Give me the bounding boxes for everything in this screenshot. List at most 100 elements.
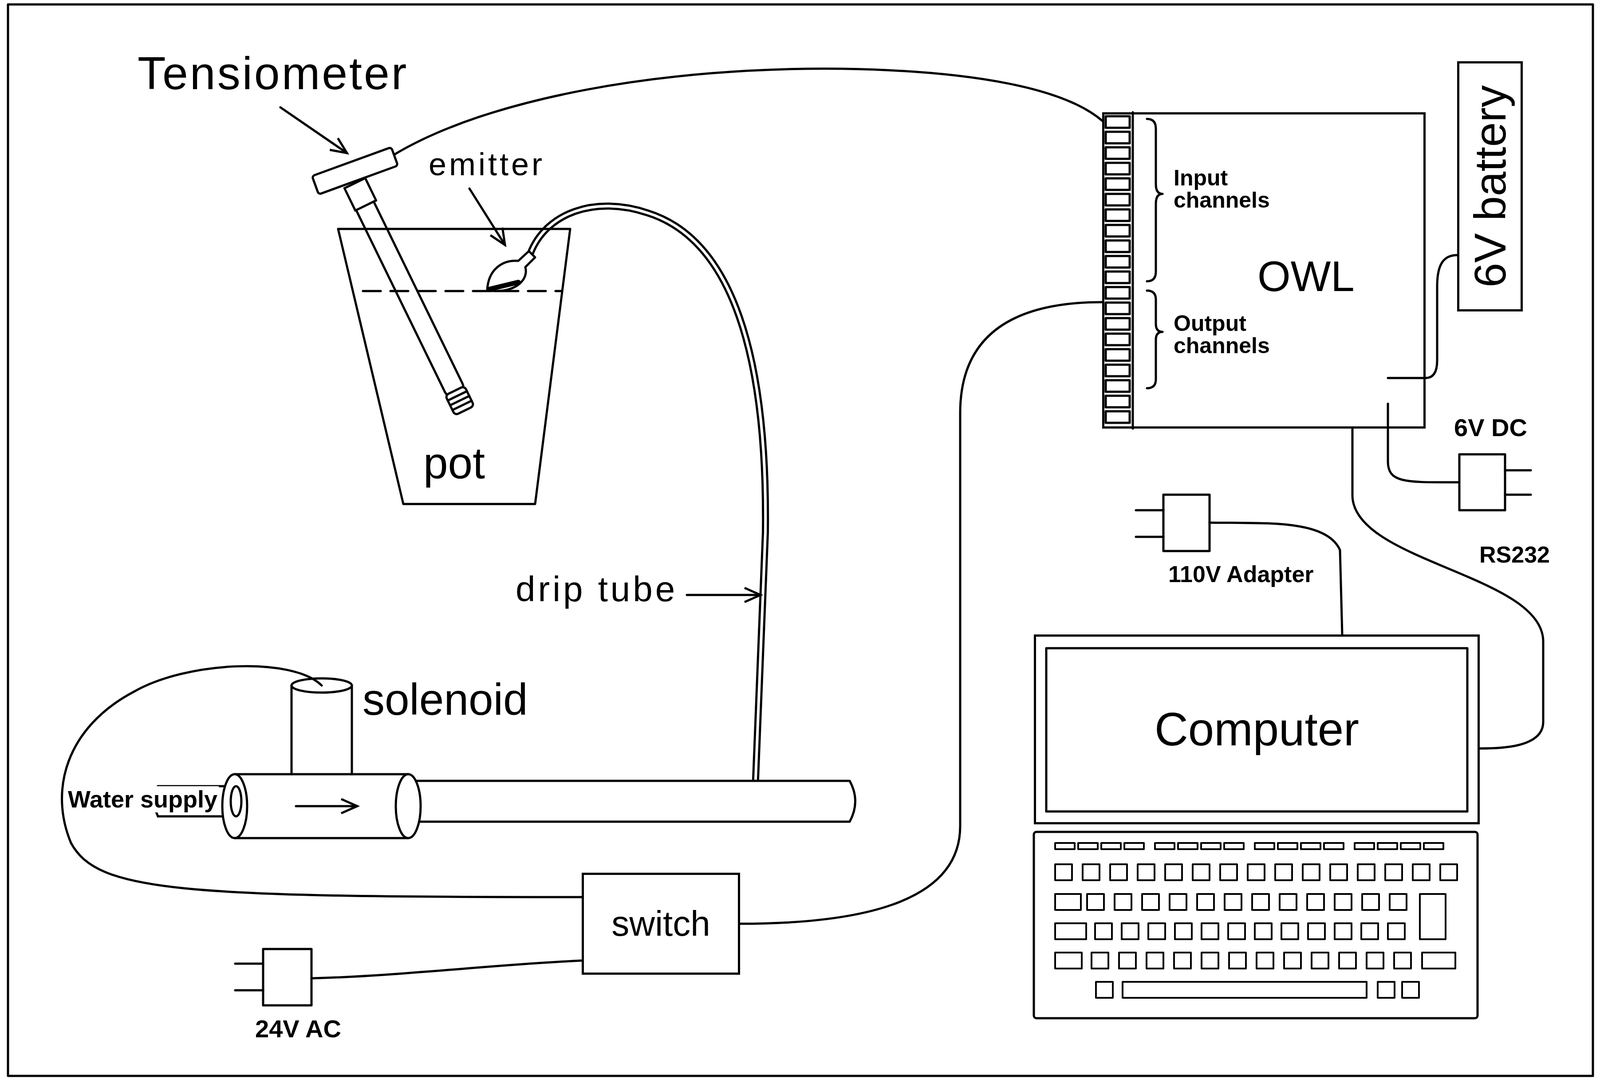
channel-terminal	[1105, 240, 1130, 253]
logger-name: OWL	[1257, 252, 1355, 300]
key	[1137, 864, 1155, 881]
battery-wire-inner	[1387, 377, 1426, 380]
plug-24v	[263, 949, 312, 1006]
key	[1423, 843, 1444, 850]
wire-connector	[1352, 428, 1544, 749]
plug-prong	[1135, 535, 1164, 539]
channel-terminal	[1105, 302, 1130, 315]
plug-prong	[235, 989, 264, 992]
key	[1228, 923, 1246, 940]
channel-terminal	[1105, 116, 1130, 128]
emitter-lip	[488, 282, 519, 290]
water-level	[362, 290, 562, 293]
tensiometer-tip	[445, 386, 474, 416]
input-brace	[1146, 118, 1163, 282]
channel-terminal	[1105, 333, 1130, 346]
channel-terminal	[1105, 209, 1130, 221]
channel-terminal	[1105, 287, 1130, 299]
key	[1412, 864, 1430, 881]
key	[1387, 923, 1405, 940]
battery-box: 6V battery	[1457, 61, 1523, 312]
power-label: 24V AC	[255, 1015, 342, 1043]
emitter-symbol	[487, 251, 536, 292]
keyboard-body	[1033, 831, 1478, 1019]
leader-arrow	[686, 594, 761, 597]
key	[1192, 864, 1210, 881]
key	[1078, 843, 1098, 850]
key	[1275, 864, 1293, 881]
tip-body	[445, 386, 474, 416]
output-brace	[1146, 290, 1163, 389]
key	[1197, 894, 1214, 911]
key	[1055, 843, 1075, 850]
key	[1302, 864, 1320, 881]
key	[1339, 952, 1356, 969]
key	[1440, 864, 1458, 881]
computer-screen: Computer	[1033, 634, 1480, 825]
key	[1311, 952, 1329, 969]
flow-arrow	[295, 805, 358, 808]
plug-prong	[1505, 493, 1531, 497]
key	[1385, 864, 1403, 881]
channel-terminal	[1105, 193, 1130, 206]
key	[1422, 952, 1456, 969]
key	[1055, 952, 1082, 969]
channel-terminal	[1105, 271, 1130, 284]
part-label: drip tube	[515, 569, 678, 609]
valve-body	[234, 837, 409, 840]
tensiometer-body	[353, 195, 466, 400]
key	[1122, 981, 1367, 998]
pot-outline-shape	[338, 228, 571, 505]
computer-label: Computer	[1154, 703, 1360, 756]
key	[1361, 923, 1379, 940]
key	[1091, 952, 1109, 969]
channel-terminal	[1105, 349, 1130, 361]
inner-pipe-opening	[230, 786, 242, 817]
solenoid-side	[350, 685, 354, 775]
key	[1402, 981, 1419, 998]
channel-label: Input channels	[1173, 166, 1289, 212]
channel-label: Output channels	[1173, 312, 1294, 357]
key	[1389, 894, 1407, 911]
tip-thread	[452, 400, 472, 410]
key	[1201, 952, 1219, 969]
tensiometer-wire	[393, 68, 1103, 156]
valve-end	[395, 774, 421, 839]
key	[1119, 952, 1136, 969]
key	[1055, 894, 1081, 911]
key	[1169, 894, 1187, 911]
key	[1354, 843, 1375, 850]
drip-tube-outer	[530, 206, 766, 790]
keyboard-keys	[1055, 843, 1458, 998]
key	[1201, 923, 1219, 940]
frame	[7, 4, 1593, 1076]
key	[1362, 894, 1380, 911]
key	[1201, 843, 1221, 850]
key	[1279, 894, 1297, 911]
key	[1142, 894, 1159, 911]
key	[1224, 894, 1242, 911]
screen-inner	[1046, 648, 1468, 812]
gauge-bar	[311, 147, 399, 195]
key	[1281, 923, 1299, 940]
plug-110v	[1163, 494, 1210, 552]
channel-strip	[1105, 112, 1133, 429]
part-label: Tensiometer	[137, 47, 409, 99]
channel-terminal	[1105, 147, 1130, 159]
channel-terminal	[1105, 162, 1130, 175]
key	[1114, 894, 1132, 911]
channel-terminal	[1105, 131, 1130, 144]
wire-connector	[1425, 255, 1458, 379]
key	[1419, 894, 1446, 940]
leader-arrow	[280, 107, 347, 154]
plug-6v	[1459, 454, 1506, 511]
key	[1146, 952, 1164, 969]
key	[1087, 894, 1104, 911]
key	[1256, 952, 1274, 969]
key	[1400, 843, 1421, 850]
signal-label: RS232	[1477, 542, 1552, 568]
tensiometer-tube	[353, 195, 466, 400]
key	[1330, 864, 1348, 881]
